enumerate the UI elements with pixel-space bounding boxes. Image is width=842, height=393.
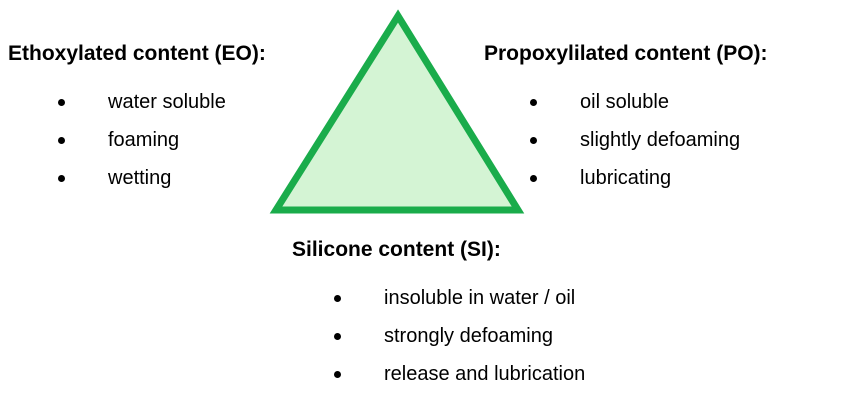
po-item-oil-soluble: oil soluble bbox=[520, 83, 740, 121]
si-heading: Silicone content (SI): bbox=[292, 238, 501, 261]
eo-item-wetting: wetting bbox=[48, 159, 226, 197]
si-item-release-lubrication: release and lubrication bbox=[324, 355, 585, 393]
triangle-diagram bbox=[269, 9, 525, 214]
eo-list: water soluble foaming wetting bbox=[48, 83, 226, 197]
po-item-lubricating: lubricating bbox=[520, 159, 740, 197]
po-list: oil soluble slightly defoaming lubricati… bbox=[520, 83, 740, 197]
eo-item-water-soluble: water soluble bbox=[48, 83, 226, 121]
eo-heading: Ethoxylated content (EO): bbox=[8, 42, 266, 65]
si-item-strongly-defoaming: strongly defoaming bbox=[324, 317, 585, 355]
si-list: insoluble in water / oil strongly defoam… bbox=[324, 279, 585, 393]
po-heading: Propoxylilated content (PO): bbox=[484, 42, 768, 65]
triangle-shape bbox=[269, 9, 525, 214]
po-item-slightly-defoaming: slightly defoaming bbox=[520, 121, 740, 159]
si-item-insoluble: insoluble in water / oil bbox=[324, 279, 585, 317]
eo-item-foaming: foaming bbox=[48, 121, 226, 159]
